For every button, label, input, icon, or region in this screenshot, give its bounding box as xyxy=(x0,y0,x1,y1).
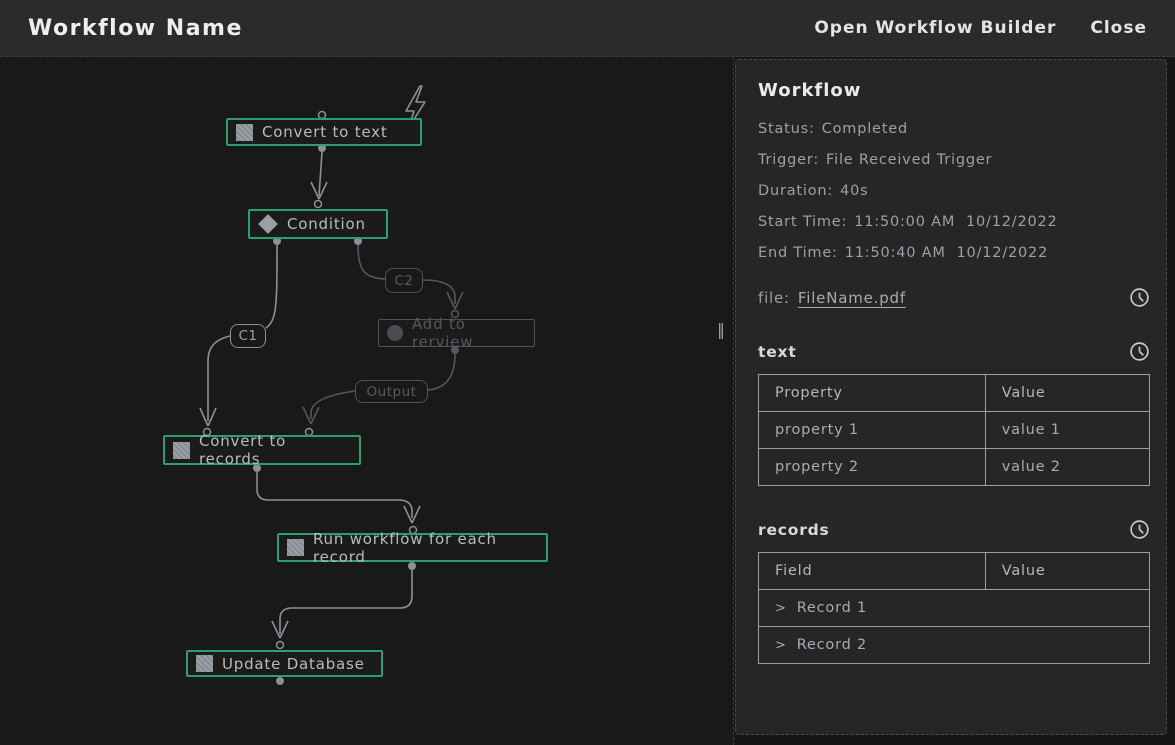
edge-condition-c1 xyxy=(199,244,278,427)
node-label: Add to rerview xyxy=(412,315,474,351)
file-label: file: xyxy=(758,288,790,307)
canvas-panel-divider xyxy=(733,57,734,745)
node-condition[interactable]: Condition xyxy=(248,209,388,239)
status-value: Completed xyxy=(821,121,908,137)
record-label: Record 1 xyxy=(796,600,868,616)
file-history-button[interactable] xyxy=(1129,287,1150,308)
record-expand-cell[interactable]: > Record 2 xyxy=(758,626,1150,664)
start-time-value: 11:50:00 AM 10/12/2022 xyxy=(854,214,1058,230)
column-header: Value xyxy=(984,552,1151,590)
close-button[interactable]: Close xyxy=(1090,18,1147,38)
output-port-dim xyxy=(451,346,459,354)
column-header: Field xyxy=(758,552,986,590)
value-cell: value 2 xyxy=(984,448,1151,486)
edge-label-output[interactable]: Output xyxy=(355,380,428,403)
duration-label: Duration: xyxy=(758,183,834,199)
edge-text-to-condition xyxy=(310,151,328,200)
value-cell: value 1 xyxy=(984,411,1151,449)
trigger-row: Trigger: File Received Trigger xyxy=(758,152,1150,168)
records-section-label: records xyxy=(758,520,830,539)
text-properties-table: Property Value property 1 value 1 proper… xyxy=(758,374,1151,486)
panel-resize-handle[interactable]: ‖ xyxy=(717,320,726,339)
action-square-icon xyxy=(287,539,304,556)
records-section-header: records xyxy=(758,519,1150,540)
clock-icon xyxy=(1130,342,1149,361)
node-label: Convert to records xyxy=(199,432,287,468)
column-header: Value xyxy=(984,374,1151,412)
action-square-icon xyxy=(236,123,253,141)
status-row: Status: Completed xyxy=(758,121,1150,137)
edge-review-output xyxy=(302,353,456,425)
node-label: Run workflow for each record xyxy=(313,529,497,566)
open-workflow-builder-button[interactable]: Open Workflow Builder xyxy=(814,18,1057,38)
records-table: Field Value > Record 1 > Record 2 xyxy=(758,552,1151,664)
lightning-icon xyxy=(405,85,426,128)
workflow-canvas[interactable]: Convert to text Condition Add to rerview… xyxy=(0,57,735,745)
clock-icon xyxy=(1130,520,1149,539)
trigger-label: Trigger: xyxy=(758,152,820,168)
connector-layer xyxy=(199,85,464,685)
record-label: Record 2 xyxy=(796,637,868,653)
chevron-right-icon: > xyxy=(775,638,787,653)
workflow-title: Workflow Name xyxy=(28,15,243,41)
trigger-value: File Received Trigger xyxy=(826,152,993,168)
text-history-button[interactable] xyxy=(1129,341,1150,362)
duration-row: Duration: 40s xyxy=(758,183,1150,199)
workflow-details-panel: Workflow Status: Completed Trigger: File R… xyxy=(735,59,1167,735)
panel-title: Workflow xyxy=(758,80,862,101)
start-time-label: Start Time: xyxy=(758,214,848,230)
output-ports xyxy=(253,144,416,685)
status-label: Status: xyxy=(758,121,815,137)
clock-icon xyxy=(1130,288,1149,307)
review-circle-icon xyxy=(387,325,403,341)
text-section-label: text xyxy=(758,342,797,361)
node-add-to-review[interactable]: Add to rerview xyxy=(378,315,535,351)
records-history-button[interactable] xyxy=(1129,519,1150,540)
edge-label-c1[interactable]: C1 xyxy=(230,324,266,348)
file-link[interactable]: FileName.pdf xyxy=(797,288,906,307)
header-bar: Workflow Name Open Workflow Builder Clos… xyxy=(0,0,1175,57)
record-row: > Record 1 xyxy=(758,589,1150,627)
details-panel-zone: Workflow Status: Completed Trigger: File R… xyxy=(735,57,1175,745)
node-convert-to-text[interactable]: Convert to text xyxy=(226,118,422,146)
node-convert-to-records[interactable]: Convert to records xyxy=(163,432,361,468)
edge-label-c2[interactable]: C2 xyxy=(385,268,423,293)
node-label: Condition xyxy=(287,215,366,233)
input-port-dim xyxy=(450,309,460,319)
property-cell: property 2 xyxy=(758,448,986,486)
edge-records-to-run xyxy=(256,472,421,524)
edge-run-to-update xyxy=(271,570,413,639)
condition-diamond-icon xyxy=(258,214,278,234)
table-row: property 2 value 2 xyxy=(758,448,1151,486)
input-ports xyxy=(202,110,418,650)
node-run-workflow-for-each-record[interactable]: Run workflow for each record xyxy=(277,530,548,566)
chevron-right-icon: > xyxy=(775,601,787,616)
text-section-header: text xyxy=(758,341,1150,362)
end-time-label: End Time: xyxy=(758,245,838,261)
table-row: property 1 value 1 xyxy=(758,411,1151,449)
column-header: Property xyxy=(758,374,986,412)
table-header-row: Property Value xyxy=(758,374,1151,412)
record-row: > Record 2 xyxy=(758,626,1150,664)
record-expand-cell[interactable]: > Record 1 xyxy=(758,589,1150,627)
node-label: Convert to text xyxy=(262,123,388,141)
property-cell: property 1 xyxy=(758,411,986,449)
node-label: Update Database xyxy=(222,654,365,673)
end-time-row: End Time: 11:50:40 AM 10/12/2022 xyxy=(758,245,1150,261)
end-time-value: 11:50:40 AM 10/12/2022 xyxy=(844,245,1049,261)
start-time-row: Start Time: 11:50:00 AM 10/12/2022 xyxy=(758,214,1150,230)
duration-value: 40s xyxy=(840,183,869,199)
node-update-database[interactable]: Update Database xyxy=(186,650,383,677)
file-row: file: FileName.pdf xyxy=(758,287,1150,308)
header-actions: Open Workflow Builder Close xyxy=(814,18,1147,38)
table-header-row: Field Value xyxy=(758,552,1151,590)
action-square-icon xyxy=(173,441,190,459)
edge-condition-c2 xyxy=(357,244,464,310)
action-square-icon xyxy=(196,655,213,672)
